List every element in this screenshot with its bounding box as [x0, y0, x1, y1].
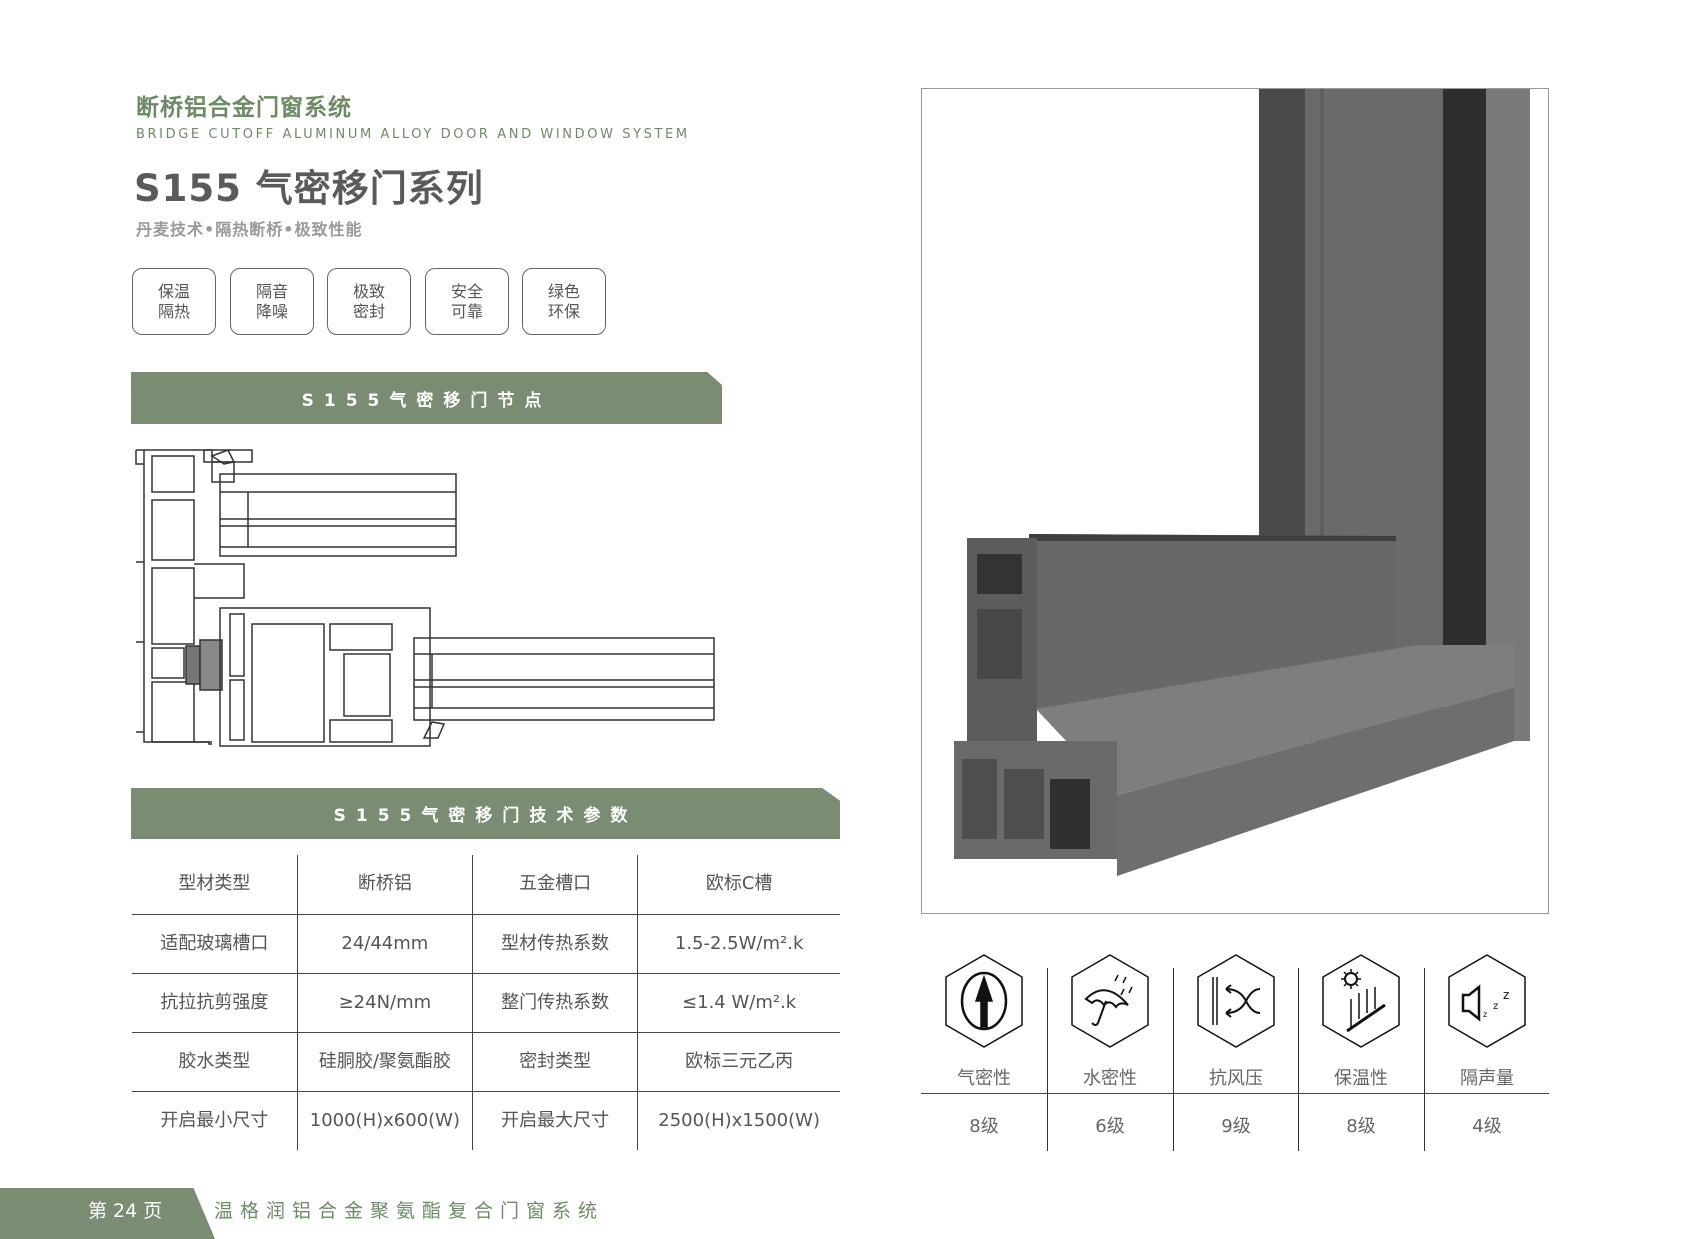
performance-value: 8级 — [969, 1116, 999, 1137]
badge-line: 密封 — [352, 301, 385, 321]
spec-label: 型材类型 — [132, 855, 298, 915]
spec-label: 适配玻璃槽口 — [132, 914, 298, 974]
performance-label: 抗风压 — [1209, 1068, 1263, 1089]
svg-text:z: z — [1503, 988, 1509, 1002]
svg-text:z: z — [1483, 1010, 1487, 1019]
badge-line: 环保 — [547, 301, 580, 321]
umbrella-rain-icon — [1071, 954, 1149, 1048]
spec-value: 断桥铝 — [297, 855, 473, 915]
divider — [1298, 968, 1299, 1151]
spec-label: 抗拉抗剪强度 — [132, 973, 298, 1033]
badge-line: 安全 — [450, 281, 483, 301]
spec-label: 开启最小尺寸 — [132, 1091, 298, 1150]
category-title-en: BRIDGE CUTOFF ALUMINUM ALLOY DOOR AND WI… — [136, 127, 690, 142]
spec-value: 2500(H)x1500(W) — [658, 1109, 820, 1131]
badge-line: 隔热 — [157, 301, 190, 321]
product-photo — [921, 88, 1549, 914]
spec-label: 整门传热系数 — [472, 973, 639, 1033]
spec-value: 1.5-2.5W/m².k — [637, 914, 840, 974]
spec-label: 五金槽口 — [472, 855, 639, 915]
badge-line: 隔音 — [255, 281, 288, 301]
performance-item: 保温性 8级 — [1298, 950, 1424, 1151]
sun-insulation-icon — [1322, 954, 1400, 1048]
table-row: 胶水类型硅胴胶/聚氨酯胶密封类型欧标三元乙丙 — [132, 1032, 840, 1092]
section-banner-node: S155气密移门节点 — [131, 372, 722, 424]
badge-line: 可靠 — [450, 301, 483, 321]
spec-value: 1000(H)x600(W) — [297, 1091, 473, 1150]
cross-section-drawing — [135, 449, 715, 747]
spec-value: ≤1.4 W/m².k — [637, 973, 840, 1033]
performance-value: 4级 — [1472, 1116, 1502, 1137]
category-title-cn: 断桥铝合金门窗系统 — [136, 95, 352, 121]
performance-value: 9级 — [1221, 1116, 1251, 1137]
page-subtitle: 丹麦技术•隔热断桥•极致性能 — [136, 220, 363, 239]
feature-badge: 极致密封 — [327, 268, 411, 335]
spec-value: 欧标C槽 — [637, 855, 840, 915]
airtight-arrow-icon — [945, 954, 1023, 1048]
feature-badge: 安全可靠 — [425, 268, 509, 335]
section-banner-params: S155气密移门技术参数 — [131, 788, 840, 839]
page-number: 第 24 页 — [88, 1200, 163, 1222]
spec-value: 24/44mm — [297, 914, 473, 974]
feature-badge: 绿色环保 — [522, 268, 606, 335]
badge-line: 极致 — [352, 281, 385, 301]
divider — [921, 1093, 1549, 1094]
page-title: S155 气密移门系列 — [134, 167, 484, 210]
feature-badge: 隔音降噪 — [230, 268, 314, 335]
badge-line: 保温 — [157, 281, 190, 301]
badge-line: 降噪 — [255, 301, 288, 321]
performance-item: 气密性 8级 — [921, 950, 1047, 1151]
performance-item: 水密性 6级 — [1047, 950, 1173, 1151]
badge-line: 绿色 — [547, 281, 580, 301]
performance-value: 8级 — [1346, 1116, 1376, 1137]
performance-label: 气密性 — [957, 1068, 1011, 1089]
spec-label: 开启最大尺寸 — [472, 1091, 639, 1150]
door-frame-render — [954, 89, 1530, 876]
divider — [1047, 968, 1048, 1151]
performance-value: 6级 — [1095, 1116, 1125, 1137]
spec-label: 胶水类型 — [132, 1032, 298, 1092]
table-row: 型材类型断桥铝五金槽口欧标C槽 — [132, 855, 840, 915]
performance-label: 保温性 — [1334, 1068, 1388, 1089]
performance-label: 水密性 — [1083, 1068, 1137, 1089]
footer-title: 温格润铝合金聚氨酯复合门窗系统 — [214, 1200, 605, 1222]
wind-pressure-icon — [1197, 954, 1275, 1048]
feature-badge: 保温隔热 — [132, 268, 216, 335]
footer-bar — [0, 1188, 215, 1239]
svg-text:z: z — [1493, 1001, 1498, 1012]
spec-label: 型材传热系数 — [472, 914, 639, 974]
speaker-zzz-icon: zzz — [1448, 954, 1526, 1048]
performance-item: 抗风压 9级 — [1173, 950, 1299, 1151]
spec-value: 硅胴胶/聚氨酯胶 — [297, 1032, 473, 1092]
divider — [1173, 968, 1174, 1151]
spec-value: 欧标三元乙丙 — [637, 1032, 840, 1092]
performance-label: 隔声量 — [1460, 1068, 1514, 1089]
divider — [1424, 968, 1425, 1151]
spec-value: ≥24N/mm — [297, 973, 473, 1033]
spec-label: 密封类型 — [472, 1032, 639, 1092]
